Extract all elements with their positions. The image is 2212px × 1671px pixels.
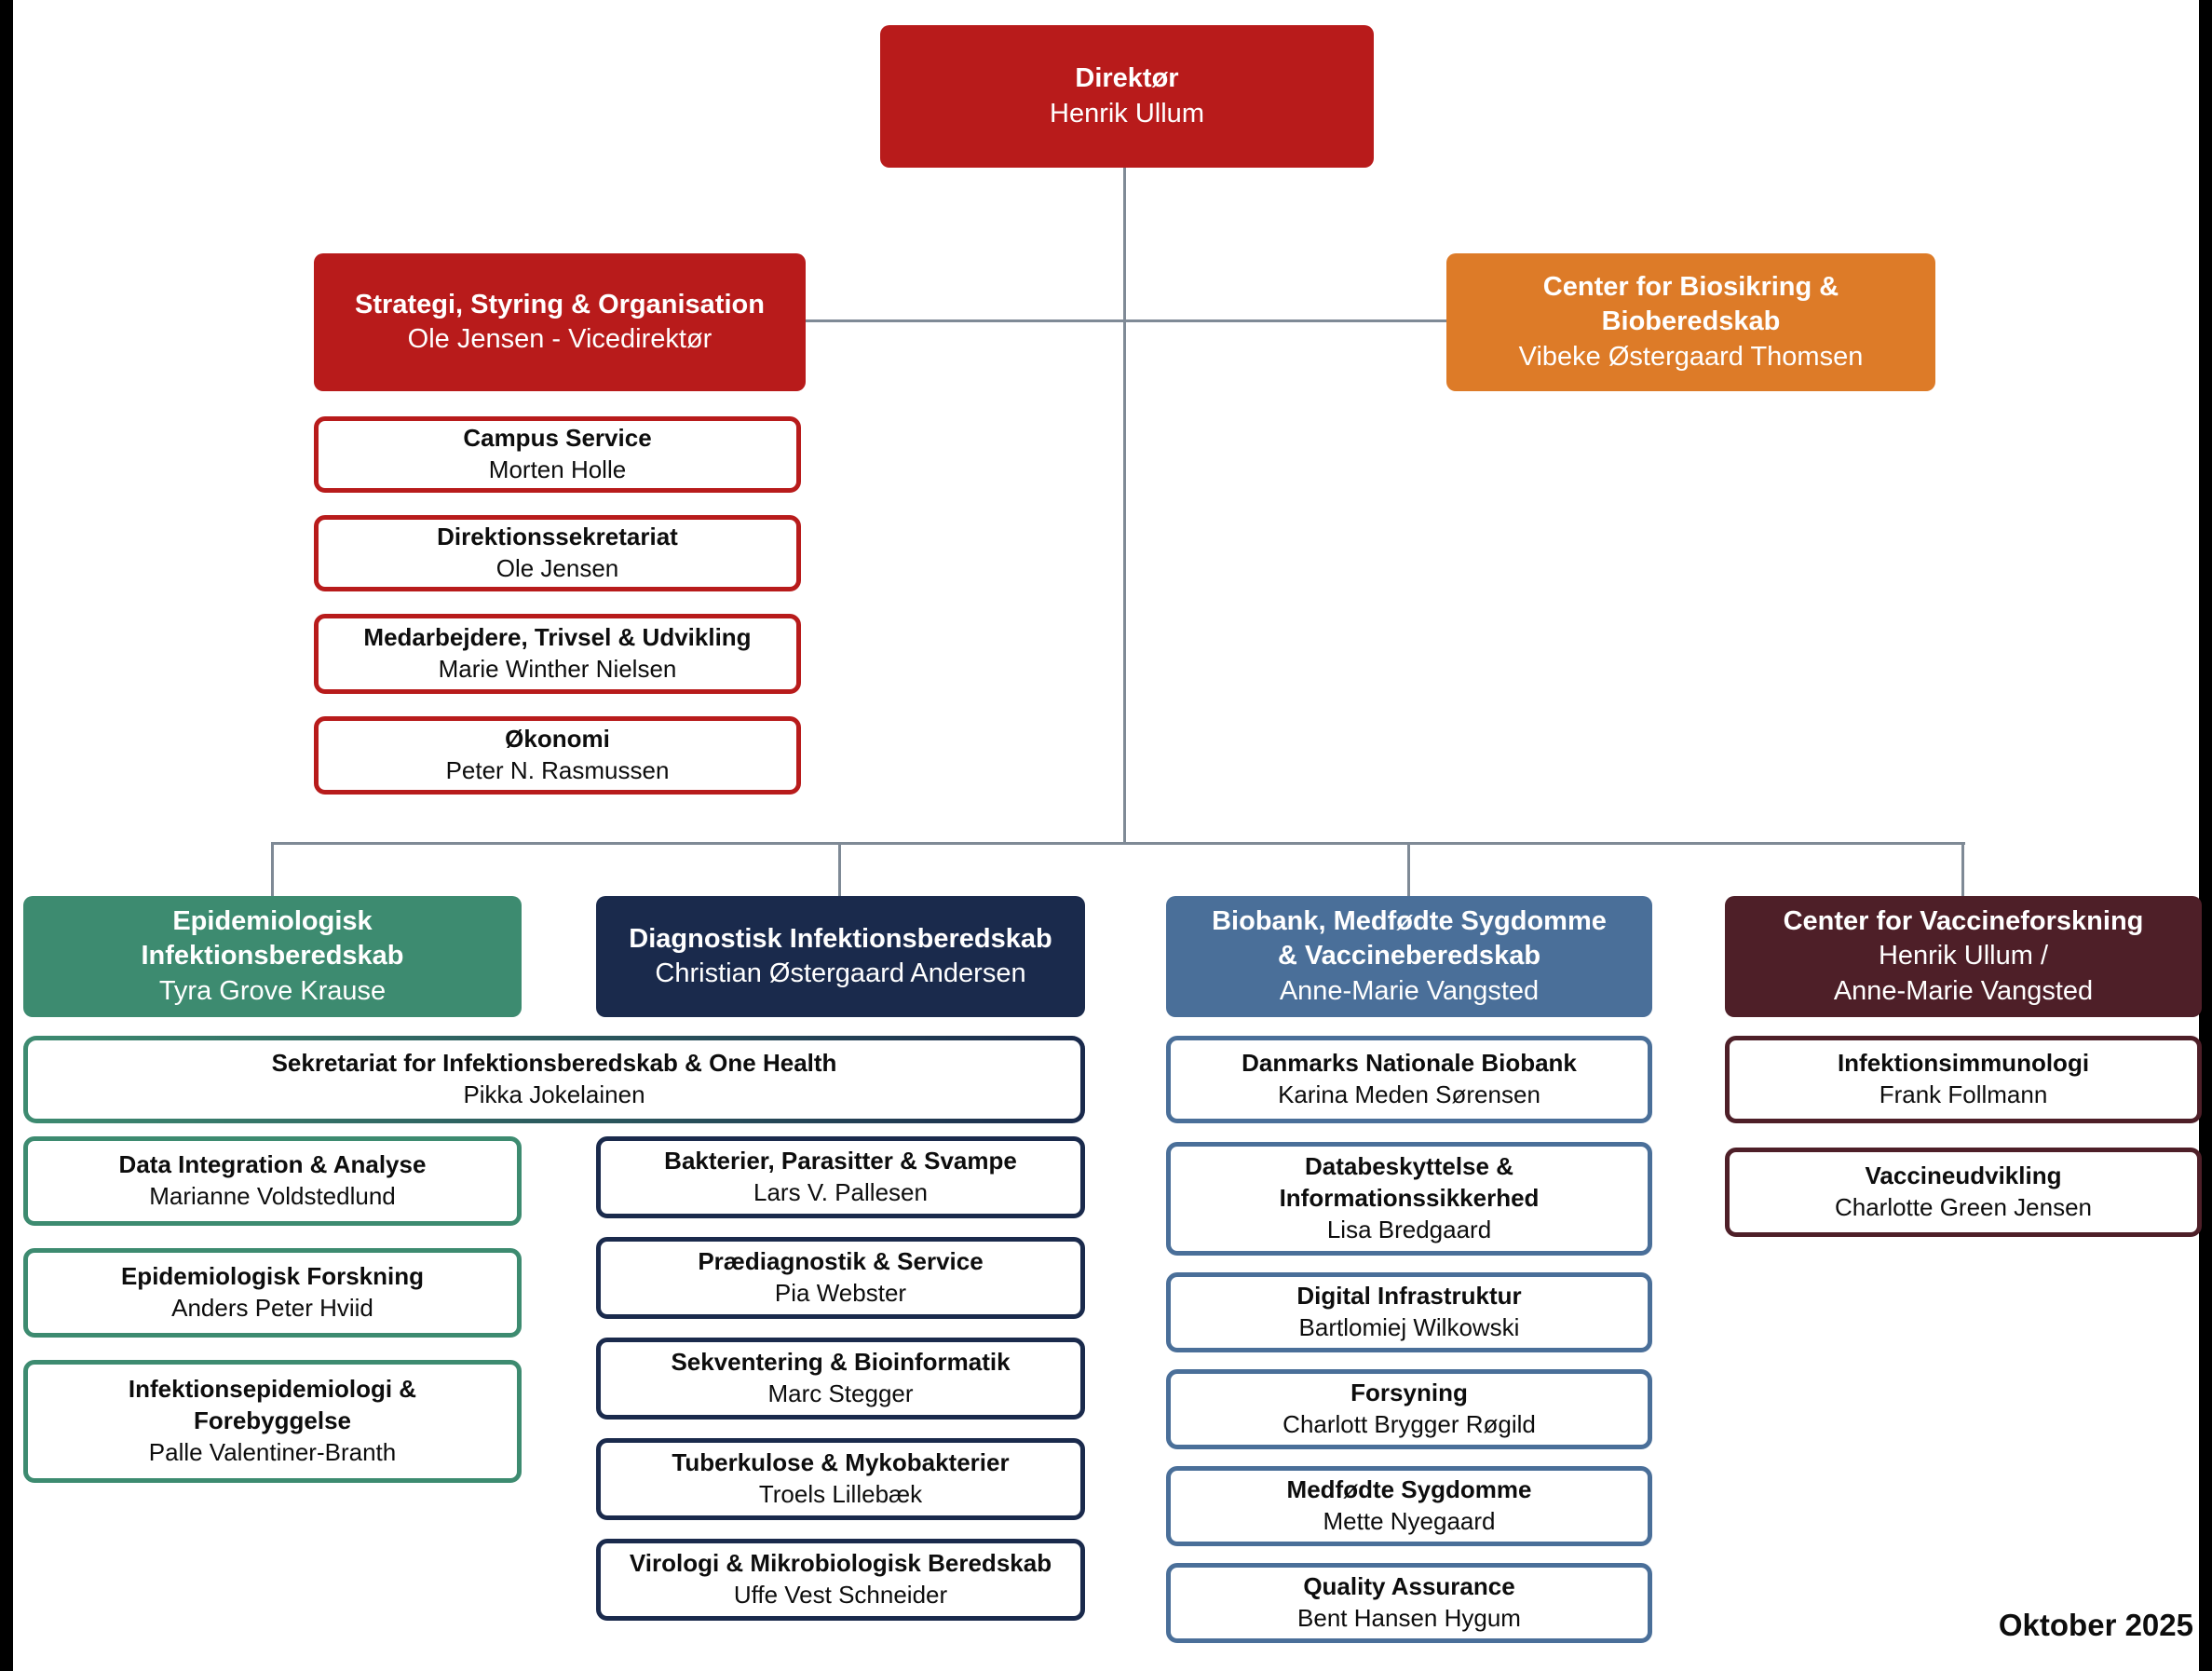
unit-box-virologi: Virologi & Mikrobiologisk Beredskab Uffe… bbox=[596, 1539, 1085, 1621]
connector-main-horizontal bbox=[271, 842, 1965, 845]
header-box-vaccineforskning: Center for Vaccineforskning Henrik Ullum… bbox=[1725, 896, 2202, 1017]
unit-box-danmarks-biobank: Danmarks Nationale Biobank Karina Meden … bbox=[1166, 1036, 1652, 1123]
connector-drop-diagnostik bbox=[838, 842, 841, 896]
unit-box-epidemiologisk-forskning: Epidemiologisk Forskning Anders Peter Hv… bbox=[23, 1248, 522, 1338]
strategi-title: Strategi, Styring & Organisation bbox=[355, 289, 765, 319]
unit-box-forsyning: Forsyning Charlott Brygger Røgild bbox=[1166, 1369, 1652, 1449]
connector-direktor-vertical bbox=[1123, 168, 1126, 844]
header-box-biobank: Biobank, Medfødte Sygdomme & Vaccinebere… bbox=[1166, 896, 1652, 1017]
unit-box-tuberkulose: Tuberkulose & Mykobakterier Troels Lille… bbox=[596, 1438, 1085, 1520]
unit-box-sekventering: Sekventering & Bioinformatik Marc Stegge… bbox=[596, 1338, 1085, 1420]
date-label: Oktober 2025 bbox=[1998, 1608, 2193, 1642]
direktor-title: Direktør bbox=[1075, 63, 1179, 94]
unit-box-infektionsepidemiologi: Infektionsepidemiologi & Forebyggelse Pa… bbox=[23, 1360, 522, 1483]
biosikring-box: Center for Biosikring & Bioberedskab Vib… bbox=[1446, 253, 1935, 391]
header-box-diagnostisk: Diagnostisk Infektionsberedskab Christia… bbox=[596, 896, 1085, 1017]
unit-box-digital-infrastruktur: Digital Infrastruktur Bartlomiej Wilkows… bbox=[1166, 1272, 1652, 1352]
connector-drop-epi bbox=[271, 842, 274, 896]
unit-box-praediagnostik: Prædiagnostik & Service Pia Webster bbox=[596, 1237, 1085, 1319]
unit-box-campus-service: Campus Service Morten Holle bbox=[314, 416, 801, 493]
left-black-edge bbox=[0, 0, 13, 1671]
unit-box-bakterier: Bakterier, Parasitter & Svampe Lars V. P… bbox=[596, 1136, 1085, 1218]
unit-box-okonomi: Økonomi Peter N. Rasmussen bbox=[314, 716, 801, 795]
unit-box-sekretariat-one-health: Sekretariat for Infektionsberedskab & On… bbox=[23, 1036, 1085, 1123]
unit-box-direktionssekretariat: Direktionssekretariat Ole Jensen bbox=[314, 515, 801, 591]
direktor-box: Direktør Henrik Ullum bbox=[880, 25, 1374, 168]
unit-box-infektionsimmunologi: Infektionsimmunologi Frank Follmann bbox=[1725, 1036, 2202, 1123]
strategi-header-box: Strategi, Styring & Organisation Ole Jen… bbox=[314, 253, 806, 391]
strategi-name: Ole Jensen - Vicedirektør bbox=[407, 324, 712, 354]
unit-box-medarbejdere: Medarbejdere, Trivsel & Udvikling Marie … bbox=[314, 614, 801, 694]
unit-box-vaccineudvikling: Vaccineudvikling Charlotte Green Jensen bbox=[1725, 1148, 2202, 1237]
connector-staff-horizontal bbox=[806, 319, 1446, 322]
unit-box-data-integration: Data Integration & Analyse Marianne Vold… bbox=[23, 1136, 522, 1226]
unit-box-databeskyttelse: Databeskyttelse & Informationssikkerhed … bbox=[1166, 1142, 1652, 1256]
biosikring-name: Vibeke Østergaard Thomsen bbox=[1518, 341, 1864, 372]
connector-drop-biobank bbox=[1407, 842, 1410, 896]
unit-box-quality-assurance: Quality Assurance Bent Hansen Hygum bbox=[1166, 1563, 1652, 1643]
biosikring-title: Center for Biosikring & Bioberedskab bbox=[1542, 272, 1839, 337]
right-black-edge bbox=[2199, 0, 2212, 1671]
header-box-epidemiologisk: Epidemiologisk Infektionsberedskab Tyra … bbox=[23, 896, 522, 1017]
unit-box-medfodte-sygdomme: Medfødte Sygdomme Mette Nyegaard bbox=[1166, 1466, 1652, 1546]
direktor-name: Henrik Ullum bbox=[1050, 98, 1204, 129]
connector-drop-vaccine bbox=[1961, 842, 1964, 896]
